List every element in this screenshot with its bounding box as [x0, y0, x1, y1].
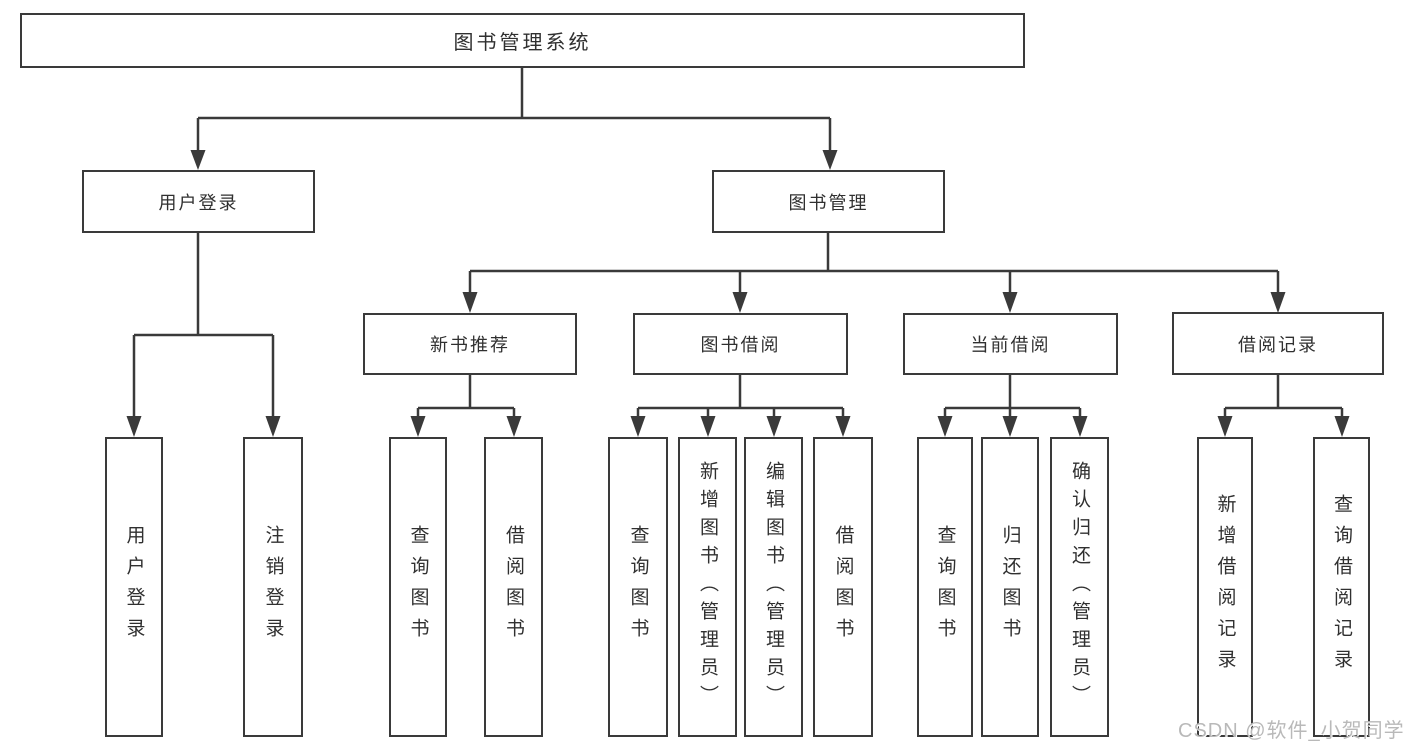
node-leaf-newbook-borrow-label: 借阅图书 [503, 525, 524, 649]
node-leaf-borrow-query: 查询图书 [608, 437, 668, 737]
node-leaf-records-add-label: 新增借阅记录 [1214, 494, 1236, 680]
node-leaf-user-login: 用户登录 [105, 437, 163, 737]
node-current-borrow: 当前借阅 [903, 313, 1118, 375]
node-book-borrow: 图书借阅 [633, 313, 848, 375]
node-leaf-borrow-edit-label: 编辑图书（管理员） [763, 461, 784, 713]
node-leaf-user-login-label: 用户登录 [123, 525, 145, 649]
node-leaf-borrow-add: 新增图书（管理员） [678, 437, 737, 737]
node-leaf-records-query: 查询借阅记录 [1313, 437, 1370, 737]
watermark-text: CSDN @软件_小贺同学 [1178, 720, 1405, 742]
node-leaf-borrow-query-label: 查询图书 [627, 525, 649, 649]
node-leaf-borrow-edit: 编辑图书（管理员） [744, 437, 803, 737]
node-leaf-current-return-label: 归还图书 [999, 525, 1021, 649]
node-leaf-newbook-query-label: 查询图书 [407, 525, 429, 649]
node-new-book-recommend: 新书推荐 [363, 313, 577, 375]
node-root-label: 图书管理系统 [453, 32, 592, 54]
node-leaf-borrow-borrow: 借阅图书 [813, 437, 873, 737]
node-book-management-label: 图书管理 [788, 192, 869, 213]
node-user-login-label: 用户登录 [158, 192, 239, 213]
node-leaf-current-query: 查询图书 [917, 437, 973, 737]
node-leaf-logout-label: 注销登录 [262, 525, 284, 649]
node-leaf-records-query-label: 查询借阅记录 [1331, 494, 1352, 680]
node-leaf-current-confirm-label: 确认归还（管理员） [1069, 461, 1090, 713]
node-current-borrow-label: 当前借阅 [970, 335, 1051, 355]
node-leaf-newbook-query: 查询图书 [389, 437, 447, 737]
node-leaf-current-confirm: 确认归还（管理员） [1050, 437, 1109, 737]
node-leaf-borrow-add-label: 新增图书（管理员） [697, 461, 718, 713]
node-leaf-newbook-borrow: 借阅图书 [484, 437, 543, 737]
node-leaf-current-return: 归还图书 [981, 437, 1039, 737]
node-leaf-logout: 注销登录 [243, 437, 303, 737]
node-book-management: 图书管理 [712, 170, 945, 233]
node-leaf-current-query-label: 查询图书 [934, 525, 956, 649]
node-borrow-records-label: 借阅记录 [1238, 334, 1318, 355]
node-book-borrow-label: 图书借阅 [700, 335, 781, 355]
node-borrow-records: 借阅记录 [1172, 312, 1384, 375]
node-leaf-records-add: 新增借阅记录 [1197, 437, 1253, 737]
node-root: 图书管理系统 [20, 13, 1025, 68]
node-new-book-recommend-label: 新书推荐 [430, 335, 510, 355]
node-leaf-borrow-borrow-label: 借阅图书 [832, 525, 854, 649]
node-user-login: 用户登录 [82, 170, 315, 233]
